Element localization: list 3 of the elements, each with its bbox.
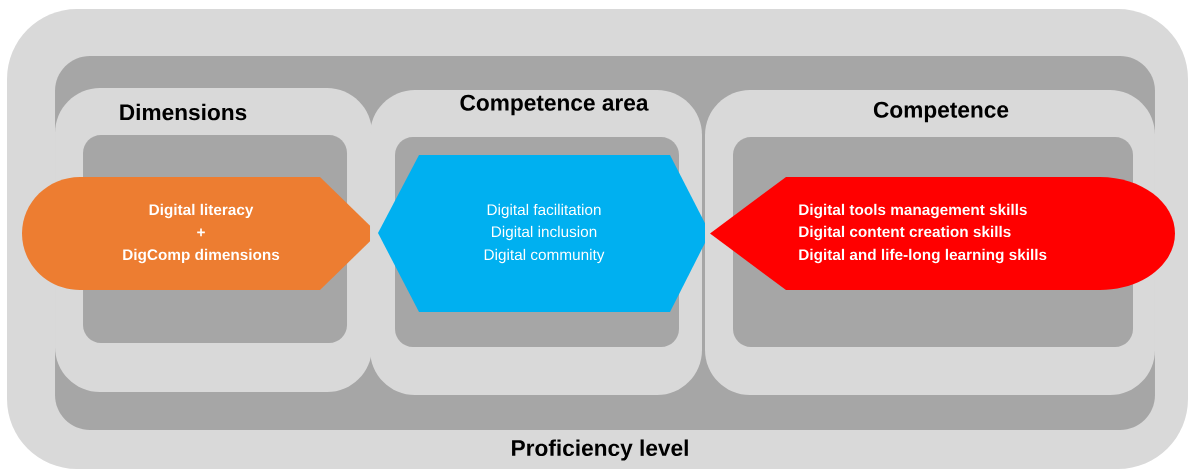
node-label: Dimensions (120, 103, 247, 121)
node-label: Competence (873, 101, 1009, 123)
node-label: Competence area (460, 94, 649, 116)
